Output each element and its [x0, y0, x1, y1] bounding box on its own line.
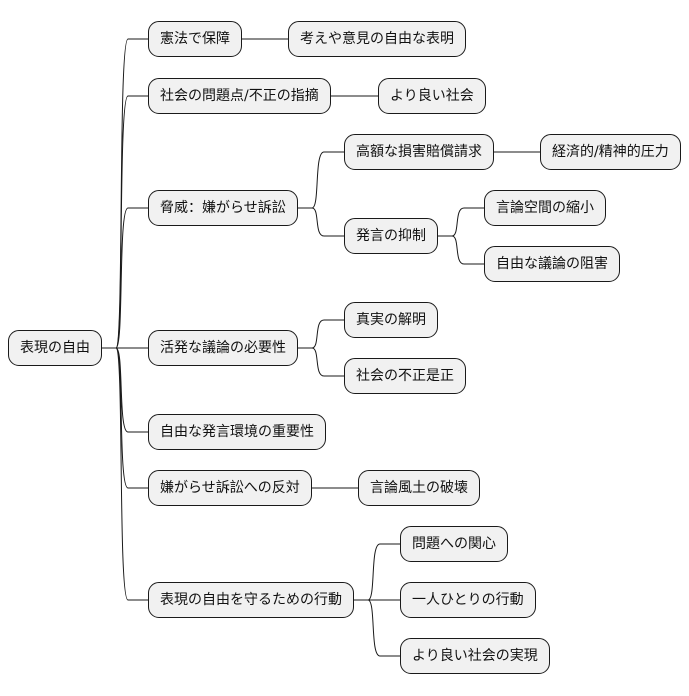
connector-node-3-b-node-3-b-1 [438, 207, 484, 237]
node-4-a: 真実の解明 [344, 302, 438, 338]
node-3-a: 高額な損害賠償請求 [344, 134, 494, 170]
node-3: 脅威：嫌がらせ訴訟 [148, 190, 298, 226]
node-6-a: 言論風土の破壊 [358, 470, 480, 506]
node-3-b-2: 自由な議論の阻害 [484, 246, 620, 282]
node-root: 表現の自由 [8, 330, 102, 366]
connector-node-root-node-5 [102, 347, 148, 433]
connector-node-root-node-3 [102, 207, 148, 349]
connector-node-3-b-node-3-b-2 [438, 235, 484, 265]
node-2-a: より良い社会 [378, 78, 486, 114]
connector-node-7-node-7-c [354, 599, 400, 657]
connector-node-root-node-6 [102, 347, 148, 489]
connector-node-4-node-4-b [298, 347, 344, 377]
node-6: 嫌がらせ訴訟への反対 [148, 470, 312, 506]
node-7-c: より良い社会の実現 [400, 638, 550, 674]
connector-node-7-node-7-a [354, 543, 400, 601]
node-7-a: 問題への関心 [400, 526, 508, 562]
node-3-a-1: 経済的/精神的圧力 [540, 134, 681, 170]
connector-node-3-node-3-a [298, 151, 344, 209]
node-7-b: 一人ひとりの行動 [400, 582, 536, 618]
node-1: 憲法で保障 [148, 21, 242, 57]
node-7: 表現の自由を守るための行動 [148, 582, 354, 618]
connector-node-4-node-4-a [298, 319, 344, 349]
node-2: 社会の問題点/不正の指摘 [148, 78, 331, 114]
node-3-b-1: 言論空間の縮小 [484, 190, 606, 226]
node-5: 自由な発言環境の重要性 [148, 414, 326, 450]
connector-node-root-node-2 [102, 95, 148, 349]
connector-node-root-node-7 [102, 347, 148, 601]
node-3-b: 発言の抑制 [344, 218, 438, 254]
node-4: 活発な議論の必要性 [148, 330, 298, 366]
node-4-b: 社会の不正是正 [344, 358, 466, 394]
node-1-a: 考えや意見の自由な表明 [288, 21, 466, 57]
connector-node-root-node-1 [102, 38, 148, 349]
connector-node-3-node-3-b [298, 207, 344, 237]
